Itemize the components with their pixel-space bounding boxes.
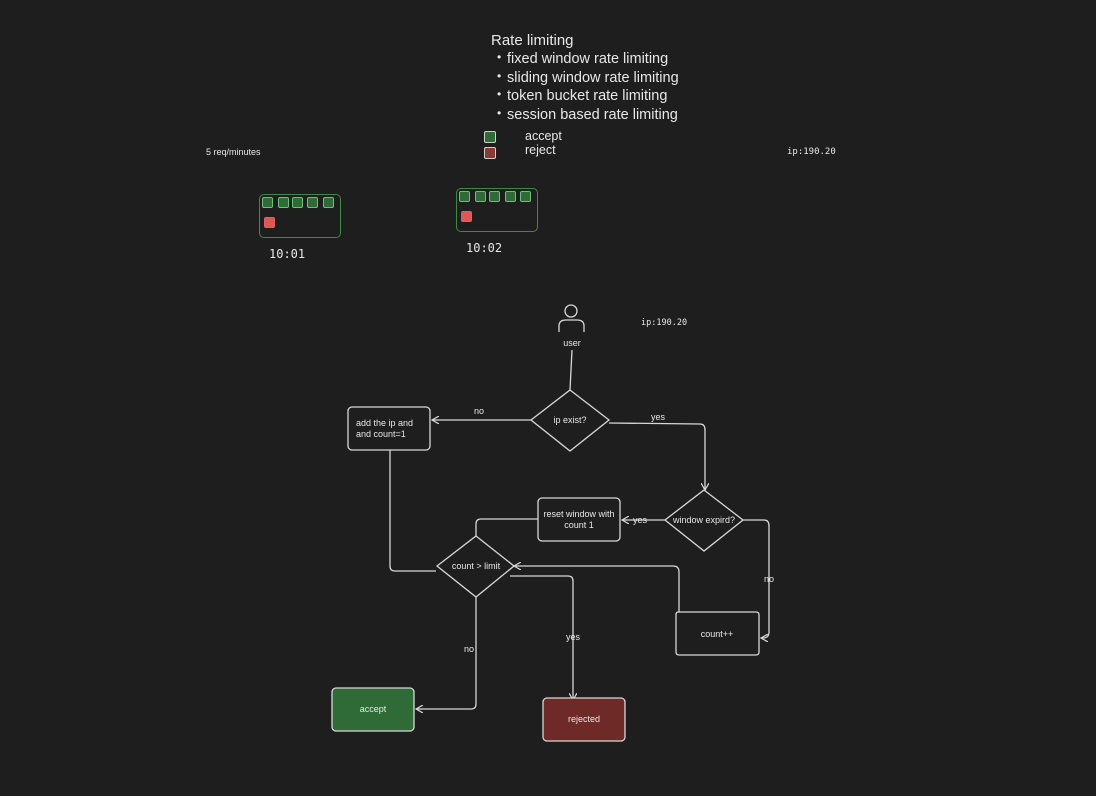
accepted-request <box>278 197 289 208</box>
window-box-1001 <box>259 194 341 238</box>
window-time-1001: 10:01 <box>269 247 306 261</box>
list-item: token bucket rate limiting <box>497 86 679 105</box>
ip-exist-decision <box>529 389 611 452</box>
yes-label: yes <box>651 412 666 422</box>
accepted-request <box>262 197 273 208</box>
count-limit-label: count > limit <box>452 561 501 571</box>
user-icon <box>558 304 585 332</box>
list-item: session based rate limiting <box>497 105 679 124</box>
rate-limiting-types-list: fixed window rate limiting sliding windo… <box>497 49 679 123</box>
reset-label-line2: count 1 <box>564 520 594 530</box>
window-expired-label: window expird? <box>672 515 735 525</box>
count-inc-label: count++ <box>701 629 734 639</box>
accept-label: accept <box>360 704 387 714</box>
accepted-request <box>323 197 334 208</box>
reset-label-line1: reset window with <box>543 509 614 519</box>
rejected-request <box>461 211 472 222</box>
window-time-1002: 10:02 <box>466 241 503 255</box>
legend-accept-label: accept <box>525 129 562 143</box>
accepted-request <box>292 197 303 208</box>
connector-user-to-ip-check <box>569 349 573 391</box>
rejected-label: rejected <box>568 714 600 724</box>
accepted-request <box>459 191 470 202</box>
accept-swatch <box>484 131 496 143</box>
add-ip-label-line1: add the ip and <box>356 418 413 428</box>
no-label: no <box>464 644 474 654</box>
count-inc-box <box>675 611 760 656</box>
rejected-box <box>542 697 626 742</box>
ip-label-top: ip:190.20 <box>787 147 836 157</box>
accepted-request <box>505 191 516 202</box>
yes-label: yes <box>633 515 648 525</box>
window-box-1002 <box>456 188 538 232</box>
ip-exist-label: ip exist? <box>553 415 586 425</box>
accepted-request <box>475 191 486 202</box>
connector-add-ip-to-limit <box>389 450 436 572</box>
no-label: no <box>474 406 484 416</box>
connector-count-inc-to-limit <box>514 566 680 612</box>
accepted-request <box>489 191 500 202</box>
add-ip-box <box>347 406 431 451</box>
ip-label-flow: ip:190.20 <box>641 318 687 328</box>
list-item: sliding window rate limiting <box>497 68 679 87</box>
no-label: no <box>764 574 774 584</box>
connector-no-to-accept <box>416 597 477 709</box>
connector-yes-to-rejected <box>510 575 573 700</box>
list-item: fixed window rate limiting <box>497 49 679 68</box>
window-expired-decision <box>663 489 745 552</box>
legend-reject-label: reject <box>525 143 556 157</box>
connector-yes-to-window-check <box>608 422 705 490</box>
accepted-request <box>520 191 531 202</box>
rate-note: 5 req/minutes <box>206 147 261 157</box>
rejected-request <box>264 217 275 228</box>
accepted-request <box>307 197 318 208</box>
add-ip-label-line2: and count=1 <box>356 429 406 439</box>
yes-label: yes <box>566 632 581 642</box>
connector-reset-to-limit <box>475 518 538 536</box>
diagram-title: Rate limiting <box>491 32 574 49</box>
user-label: user <box>563 338 581 348</box>
connector-no-to-count-inc <box>743 519 770 638</box>
accept-box <box>331 687 415 732</box>
reject-swatch <box>484 147 496 159</box>
